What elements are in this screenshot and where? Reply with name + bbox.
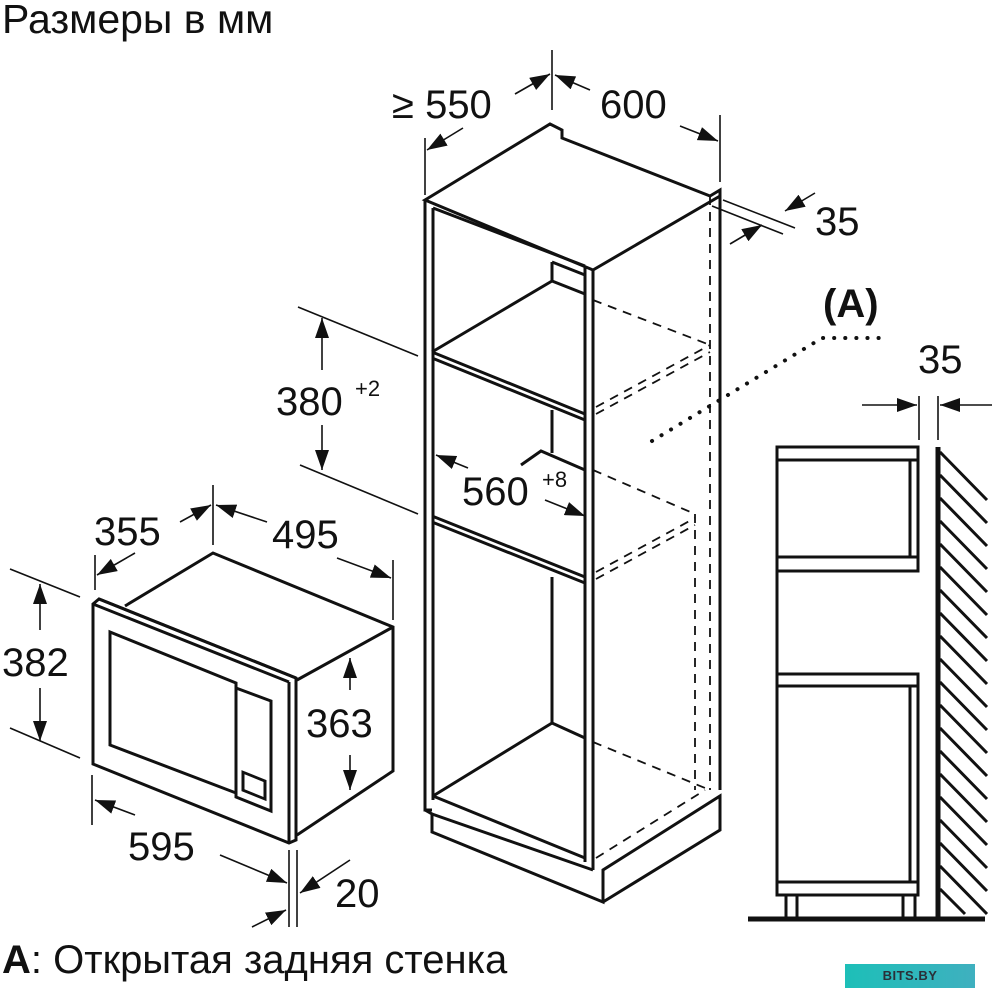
watermark-badge: BITS.BY [845, 964, 975, 988]
cabinet-back-gap-label: 35 [815, 200, 860, 244]
appliance-frame-width-label: 595 [128, 825, 195, 869]
open-back-leader [650, 336, 888, 443]
cabinet-width-label: 600 [600, 83, 667, 127]
legend-key: A [2, 938, 31, 982]
appliance-depth-label: 355 [94, 510, 161, 554]
niche-height-tolerance: +2 [355, 376, 380, 401]
appliance-frame-thickness-label: 20 [335, 872, 380, 916]
wall-gap-label: 35 [918, 338, 963, 382]
page-title: Размеры в мм [2, 0, 274, 42]
legend: A: Открытая задняя стенка [2, 938, 507, 983]
side-view-cabinet: 35 (A) [650, 282, 992, 922]
cabinet-dimensions: ≥ 550 600 35 380 +2 560 +8 [276, 50, 860, 517]
appliance-body-height-label: 363 [306, 702, 373, 746]
niche-width-label: 560 [462, 470, 529, 514]
legend-separator: : [30, 938, 43, 982]
microwave-appliance [91, 551, 395, 845]
appliance-frame-height-label: 382 [2, 641, 69, 685]
niche-width-tolerance: +8 [542, 467, 567, 492]
niche-height-label: 380 [276, 380, 343, 424]
cabinet-depth-label: ≥ 550 [392, 83, 492, 127]
microwave-dimensions: 355 495 382 363 595 20 [2, 485, 394, 928]
open-back-marker: (A) [823, 282, 879, 326]
tall-cabinet [421, 122, 722, 905]
legend-text: Открытая задняя стенка [42, 938, 508, 982]
appliance-body-width-label: 495 [272, 513, 339, 557]
wall-hatch [938, 450, 989, 916]
